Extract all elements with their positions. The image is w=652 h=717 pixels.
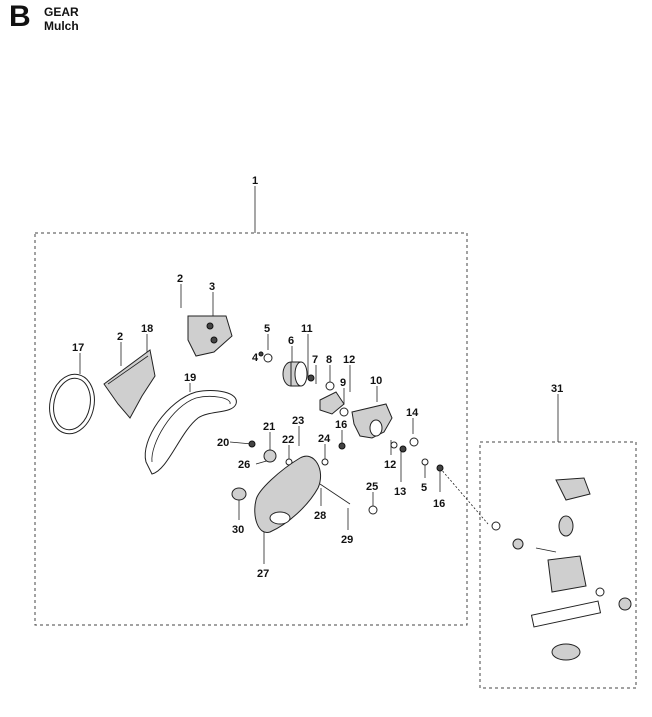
callout-30: 30 bbox=[232, 524, 244, 536]
callout-16-b: 16 bbox=[433, 498, 445, 510]
callout-27: 27 bbox=[257, 568, 269, 580]
callout-21: 21 bbox=[263, 421, 275, 433]
callout-23: 23 bbox=[292, 415, 304, 427]
callout-16: 16 bbox=[335, 419, 347, 431]
axis-hardware bbox=[248, 351, 444, 515]
part-31-angle-gear bbox=[491, 477, 632, 661]
callout-13: 13 bbox=[394, 486, 406, 498]
callout-29: 29 bbox=[341, 534, 353, 546]
part-3-bracket bbox=[187, 315, 233, 357]
page-subtitle: Mulch bbox=[44, 19, 79, 33]
callout-4: 4 bbox=[252, 352, 259, 364]
callout-20: 20 bbox=[217, 437, 229, 449]
part-28-pin bbox=[319, 483, 351, 505]
callout-5: 5 bbox=[264, 323, 270, 335]
callout-8: 8 bbox=[326, 354, 332, 366]
leader-lines bbox=[79, 186, 559, 564]
callout-10: 10 bbox=[370, 375, 382, 387]
part-9-clip bbox=[339, 407, 349, 417]
callout-17: 17 bbox=[72, 342, 84, 354]
callout-9: 9 bbox=[340, 377, 346, 389]
callout-7: 7 bbox=[312, 354, 318, 366]
part-30-cap bbox=[231, 487, 247, 501]
callout-2-b: 2 bbox=[117, 331, 123, 343]
callout-3: 3 bbox=[209, 281, 215, 293]
part-19-belt bbox=[144, 390, 237, 475]
callout-5-b: 5 bbox=[421, 482, 427, 494]
callout-2: 2 bbox=[177, 273, 183, 285]
part-21-bearing bbox=[263, 449, 277, 463]
page-title: GEAR bbox=[44, 5, 79, 19]
part-18-deflector bbox=[103, 349, 156, 419]
callout-19: 19 bbox=[184, 372, 196, 384]
callout-28: 28 bbox=[314, 510, 326, 522]
callout-6: 6 bbox=[288, 335, 294, 347]
part-12-washer bbox=[325, 381, 335, 391]
callout-22: 22 bbox=[282, 434, 294, 446]
callout-12: 12 bbox=[343, 354, 355, 366]
callout-31: 31 bbox=[551, 383, 563, 395]
section-letter: B bbox=[9, 0, 31, 33]
callout-14: 14 bbox=[406, 407, 419, 419]
callout-24: 24 bbox=[318, 433, 331, 445]
callout-26: 26 bbox=[238, 459, 250, 471]
assembly-1-box bbox=[34, 232, 468, 626]
callout-12-b: 12 bbox=[384, 459, 396, 471]
callout-18: 18 bbox=[141, 323, 153, 335]
callout-25: 25 bbox=[366, 481, 378, 493]
part-27-gear-cover bbox=[254, 455, 322, 533]
callout-11: 11 bbox=[301, 323, 313, 335]
part-8-gear bbox=[319, 391, 345, 415]
callout-1: 1 bbox=[252, 175, 258, 187]
